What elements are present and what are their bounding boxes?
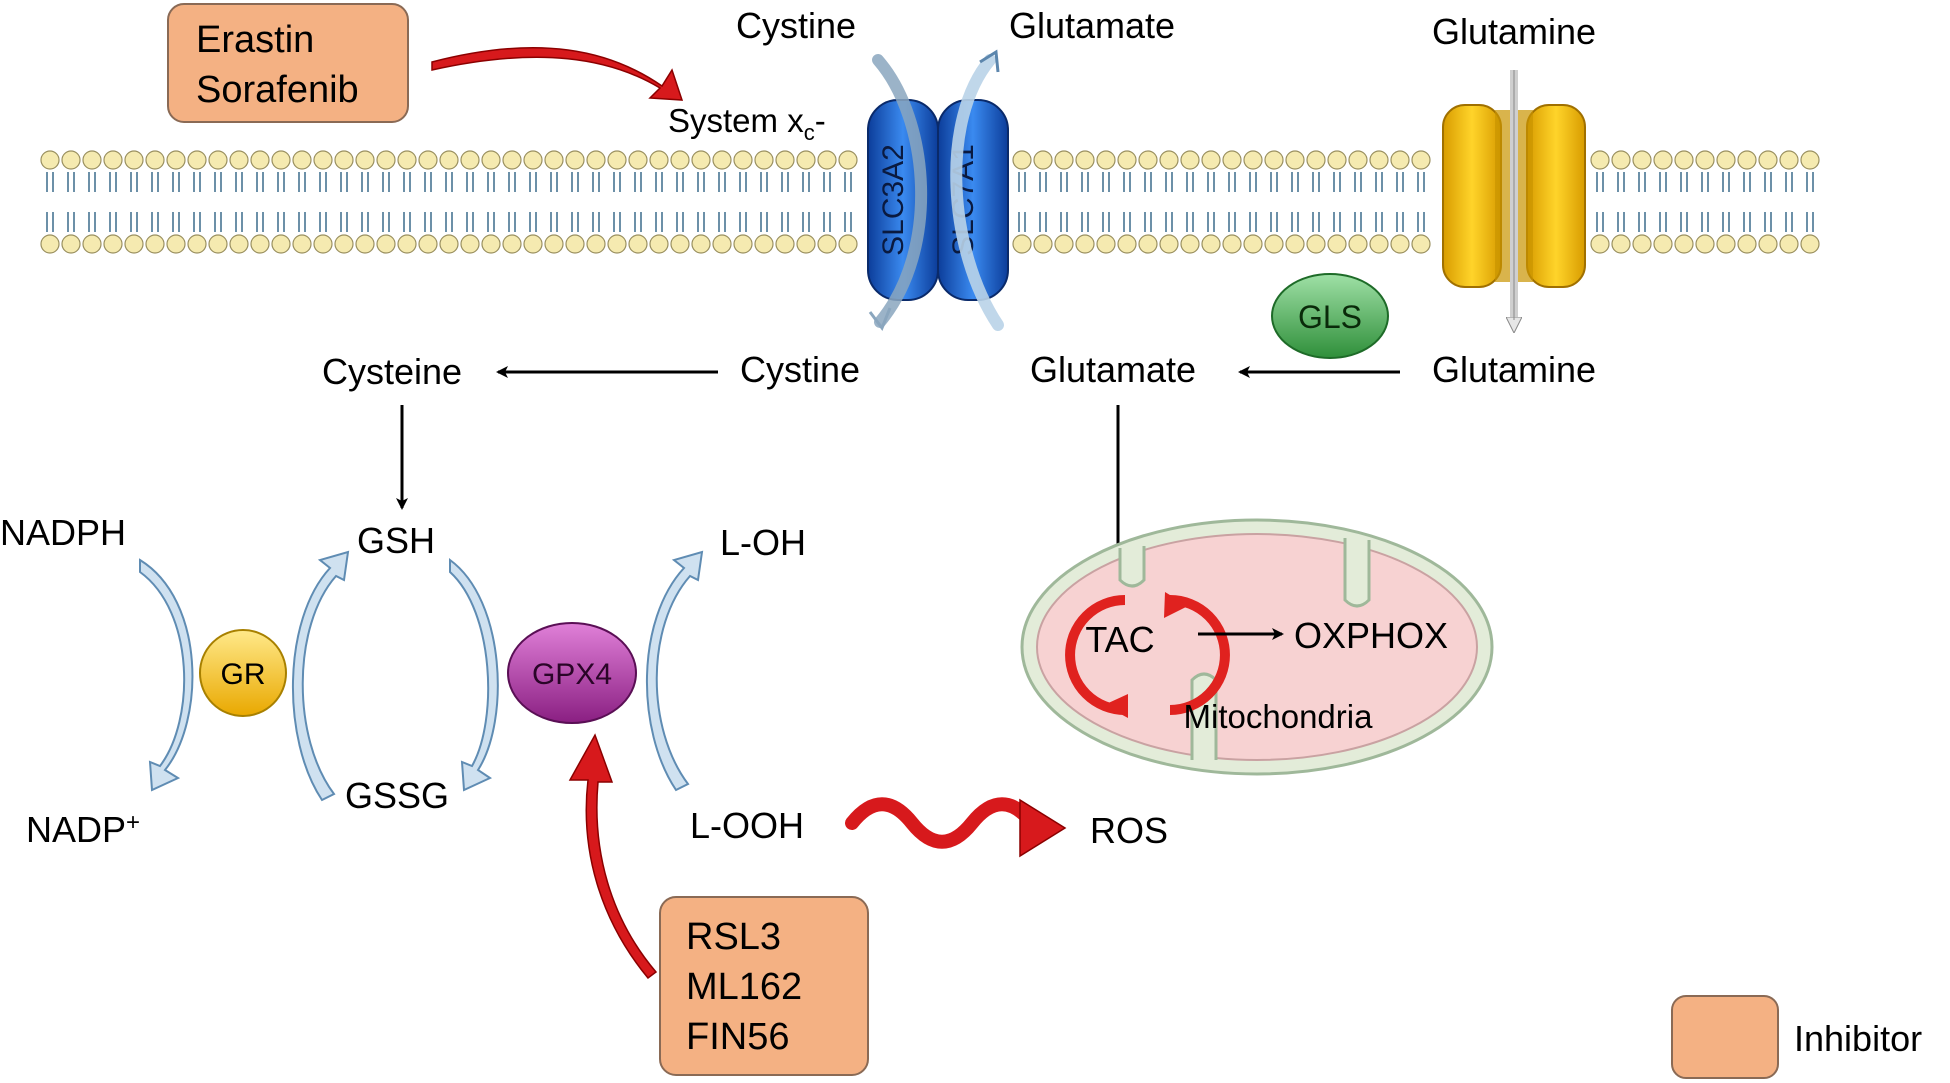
gssg-label: GSSG (345, 775, 449, 816)
l-ooh-label: L-OOH (690, 805, 804, 846)
tac-label: TAC (1085, 619, 1154, 660)
glutamate-intracellular: Glutamate (1030, 349, 1196, 390)
glutamine-intracellular: Glutamine (1432, 349, 1596, 390)
inhibitor-erastin: Erastin (196, 19, 314, 61)
cystine-intracellular: Cystine (740, 349, 860, 390)
inhibitor-fin56: FIN56 (686, 1016, 789, 1058)
inhibitor-sorafenib: Sorafenib (196, 69, 359, 111)
gr-label: GR (221, 658, 266, 691)
glutamate-export-arrow (950, 54, 1004, 331)
gls-label: GLS (1298, 299, 1362, 335)
glutamine-extracellular: Glutamine (1432, 11, 1596, 52)
cysteine-label: Cysteine (322, 351, 462, 392)
legend: Inhibitor (1671, 995, 1922, 1079)
inhibitor-box-rsl3-ml162-fin56: RSL3 ML162 FIN56 (659, 896, 869, 1076)
mitochondria: TAC OXPHOX Mitochondria (1020, 518, 1494, 776)
nadph-label: NADPH (0, 512, 126, 553)
red-inhibition-arrow-gpx4 (568, 733, 658, 980)
l-oh-label: L-OH (720, 522, 806, 563)
glutamine-transporter (1442, 70, 1586, 325)
looh-to-ros-arrow (845, 797, 1039, 849)
looh-to-loh-arrow (646, 550, 704, 792)
inhibitor-box-erastin-sorafenib: Erastin Sorafenib (167, 3, 409, 123)
gr-enzyme (199, 629, 287, 717)
red-inhibition-arrow-xc (431, 47, 684, 101)
cystine-import-arrow (872, 54, 927, 328)
ros-label: ROS (1090, 810, 1168, 851)
tac-cycle-arrows (1065, 592, 1230, 718)
gsh-label: GSH (357, 520, 435, 561)
legend-swatch-inhibitor (1671, 995, 1779, 1079)
inhibitor-ml162: ML162 (686, 966, 802, 1008)
cystine-extracellular: Cystine (736, 5, 856, 46)
nadp-label: NADP+ (26, 809, 140, 850)
gsh-to-gssg-arrow (449, 558, 499, 792)
system-xc-label: System xc- (668, 102, 826, 145)
oxphox-label: OXPHOX (1294, 615, 1448, 656)
slc3a2-label: SLC3A2 (877, 144, 910, 256)
gpx4-label: GPX4 (532, 658, 612, 691)
gpx4-enzyme (507, 622, 637, 724)
inhibitor-rsl3: RSL3 (686, 916, 781, 958)
gls-enzyme (1271, 273, 1389, 359)
system-xc-transporter: SLC3A2 SLC7A1 (867, 49, 1009, 332)
mitochondria-label: Mitochondria (1184, 698, 1374, 735)
cell-membrane (40, 150, 1820, 254)
legend-label-inhibitor: Inhibitor (1794, 1018, 1922, 1059)
gsh-cycle-arrows (139, 550, 704, 802)
glutamate-extracellular: Glutamate (1009, 5, 1175, 46)
gssg-to-gsh-arrow (291, 550, 350, 802)
nadph-to-nadp-arrow (139, 558, 194, 792)
